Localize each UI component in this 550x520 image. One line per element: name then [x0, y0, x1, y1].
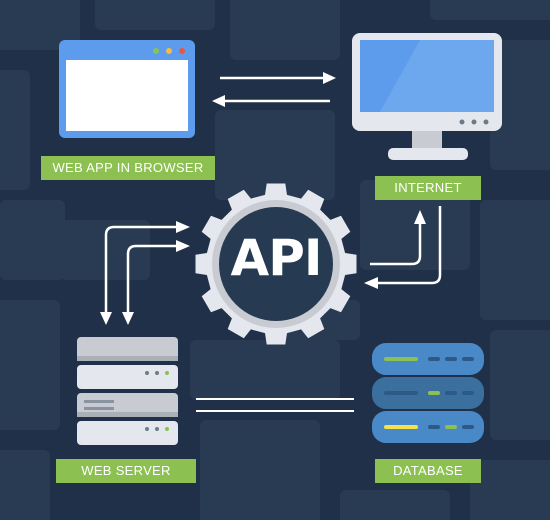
gear-icon: [195, 183, 357, 345]
server-api-arrows: [104, 225, 176, 312]
label-database: DATABASE: [375, 459, 481, 483]
monitor-icon: [352, 33, 502, 160]
label-web-server: WEB SERVER: [56, 459, 196, 483]
label-internet: INTERNET: [375, 176, 481, 200]
api-internet-arrows: [370, 206, 442, 285]
label-web-app: WEB APP IN BROWSER: [41, 156, 215, 180]
arrow-heads-right: [364, 210, 426, 289]
api-label: API: [230, 229, 323, 287]
browser-window-icon: [59, 40, 195, 138]
arrow-heads-left: [100, 221, 190, 325]
server-rack-icon: [77, 337, 178, 445]
database-icon: [372, 343, 484, 443]
gear-hub: [219, 207, 333, 321]
browser-internet-arrows: [212, 72, 336, 107]
server-database-link: [196, 398, 354, 412]
